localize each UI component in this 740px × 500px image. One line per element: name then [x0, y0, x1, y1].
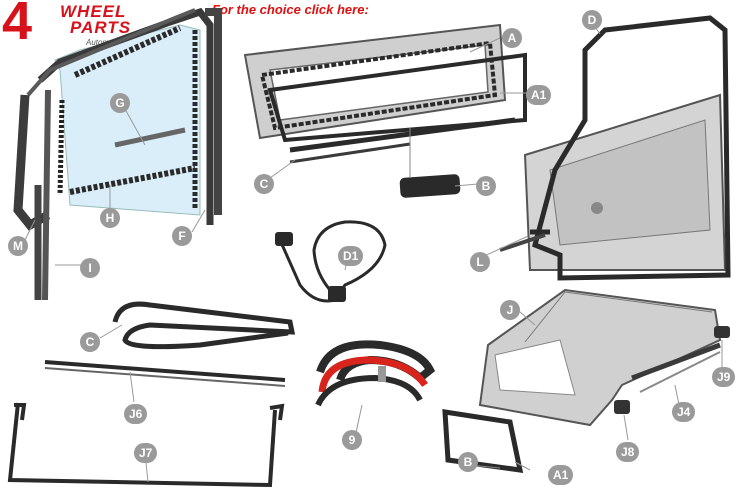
- hardtop: [478, 288, 730, 427]
- logo-number: 4: [2, 0, 33, 51]
- part-label-9[interactable]: 9: [342, 430, 362, 450]
- seal-d1: [275, 220, 387, 303]
- logo-word-parts: PARTS: [70, 18, 132, 37]
- channel-c: [112, 301, 296, 350]
- part-label-m[interactable]: M: [8, 236, 28, 256]
- part-label-b-window[interactable]: B: [458, 452, 478, 472]
- part-label-a[interactable]: A: [502, 28, 522, 48]
- rear-window-seal: [442, 409, 524, 473]
- logo-word-wheel: WHEEL: [60, 2, 127, 21]
- part-label-h[interactable]: H: [100, 208, 120, 228]
- part-label-c-windshield[interactable]: C: [254, 174, 274, 194]
- door-with-seal: [499, 15, 731, 281]
- part-label-j[interactable]: J: [500, 300, 520, 320]
- choice-headline-link[interactable]: For the choice click here:: [212, 2, 369, 17]
- part-label-b-windshield[interactable]: B: [476, 176, 496, 196]
- part-label-l[interactable]: L: [470, 252, 490, 272]
- seal-j7: [7, 402, 285, 488]
- part-label-a1-window[interactable]: A1: [548, 465, 574, 485]
- part-label-a1-windshield[interactable]: A1: [526, 85, 552, 105]
- part-label-f[interactable]: F: [172, 226, 192, 246]
- part-label-d[interactable]: D: [582, 10, 602, 30]
- strip-j6: [44, 360, 286, 387]
- part-label-d1[interactable]: D1: [338, 246, 364, 266]
- part-label-j8[interactable]: J8: [616, 442, 640, 462]
- part-label-j9[interactable]: J9: [712, 367, 736, 387]
- door-window-frame: [13, 7, 222, 301]
- part-label-i[interactable]: I: [80, 258, 100, 278]
- part-label-g[interactable]: G: [110, 93, 130, 113]
- part-label-j4[interactable]: J4: [672, 402, 696, 422]
- foam-seal-roll: [315, 340, 436, 407]
- part-label-j7[interactable]: J7: [134, 443, 158, 463]
- part-label-j6[interactable]: J6: [124, 404, 148, 424]
- part-label-c-channel[interactable]: C: [80, 332, 100, 352]
- windshield-frame: [243, 23, 527, 198]
